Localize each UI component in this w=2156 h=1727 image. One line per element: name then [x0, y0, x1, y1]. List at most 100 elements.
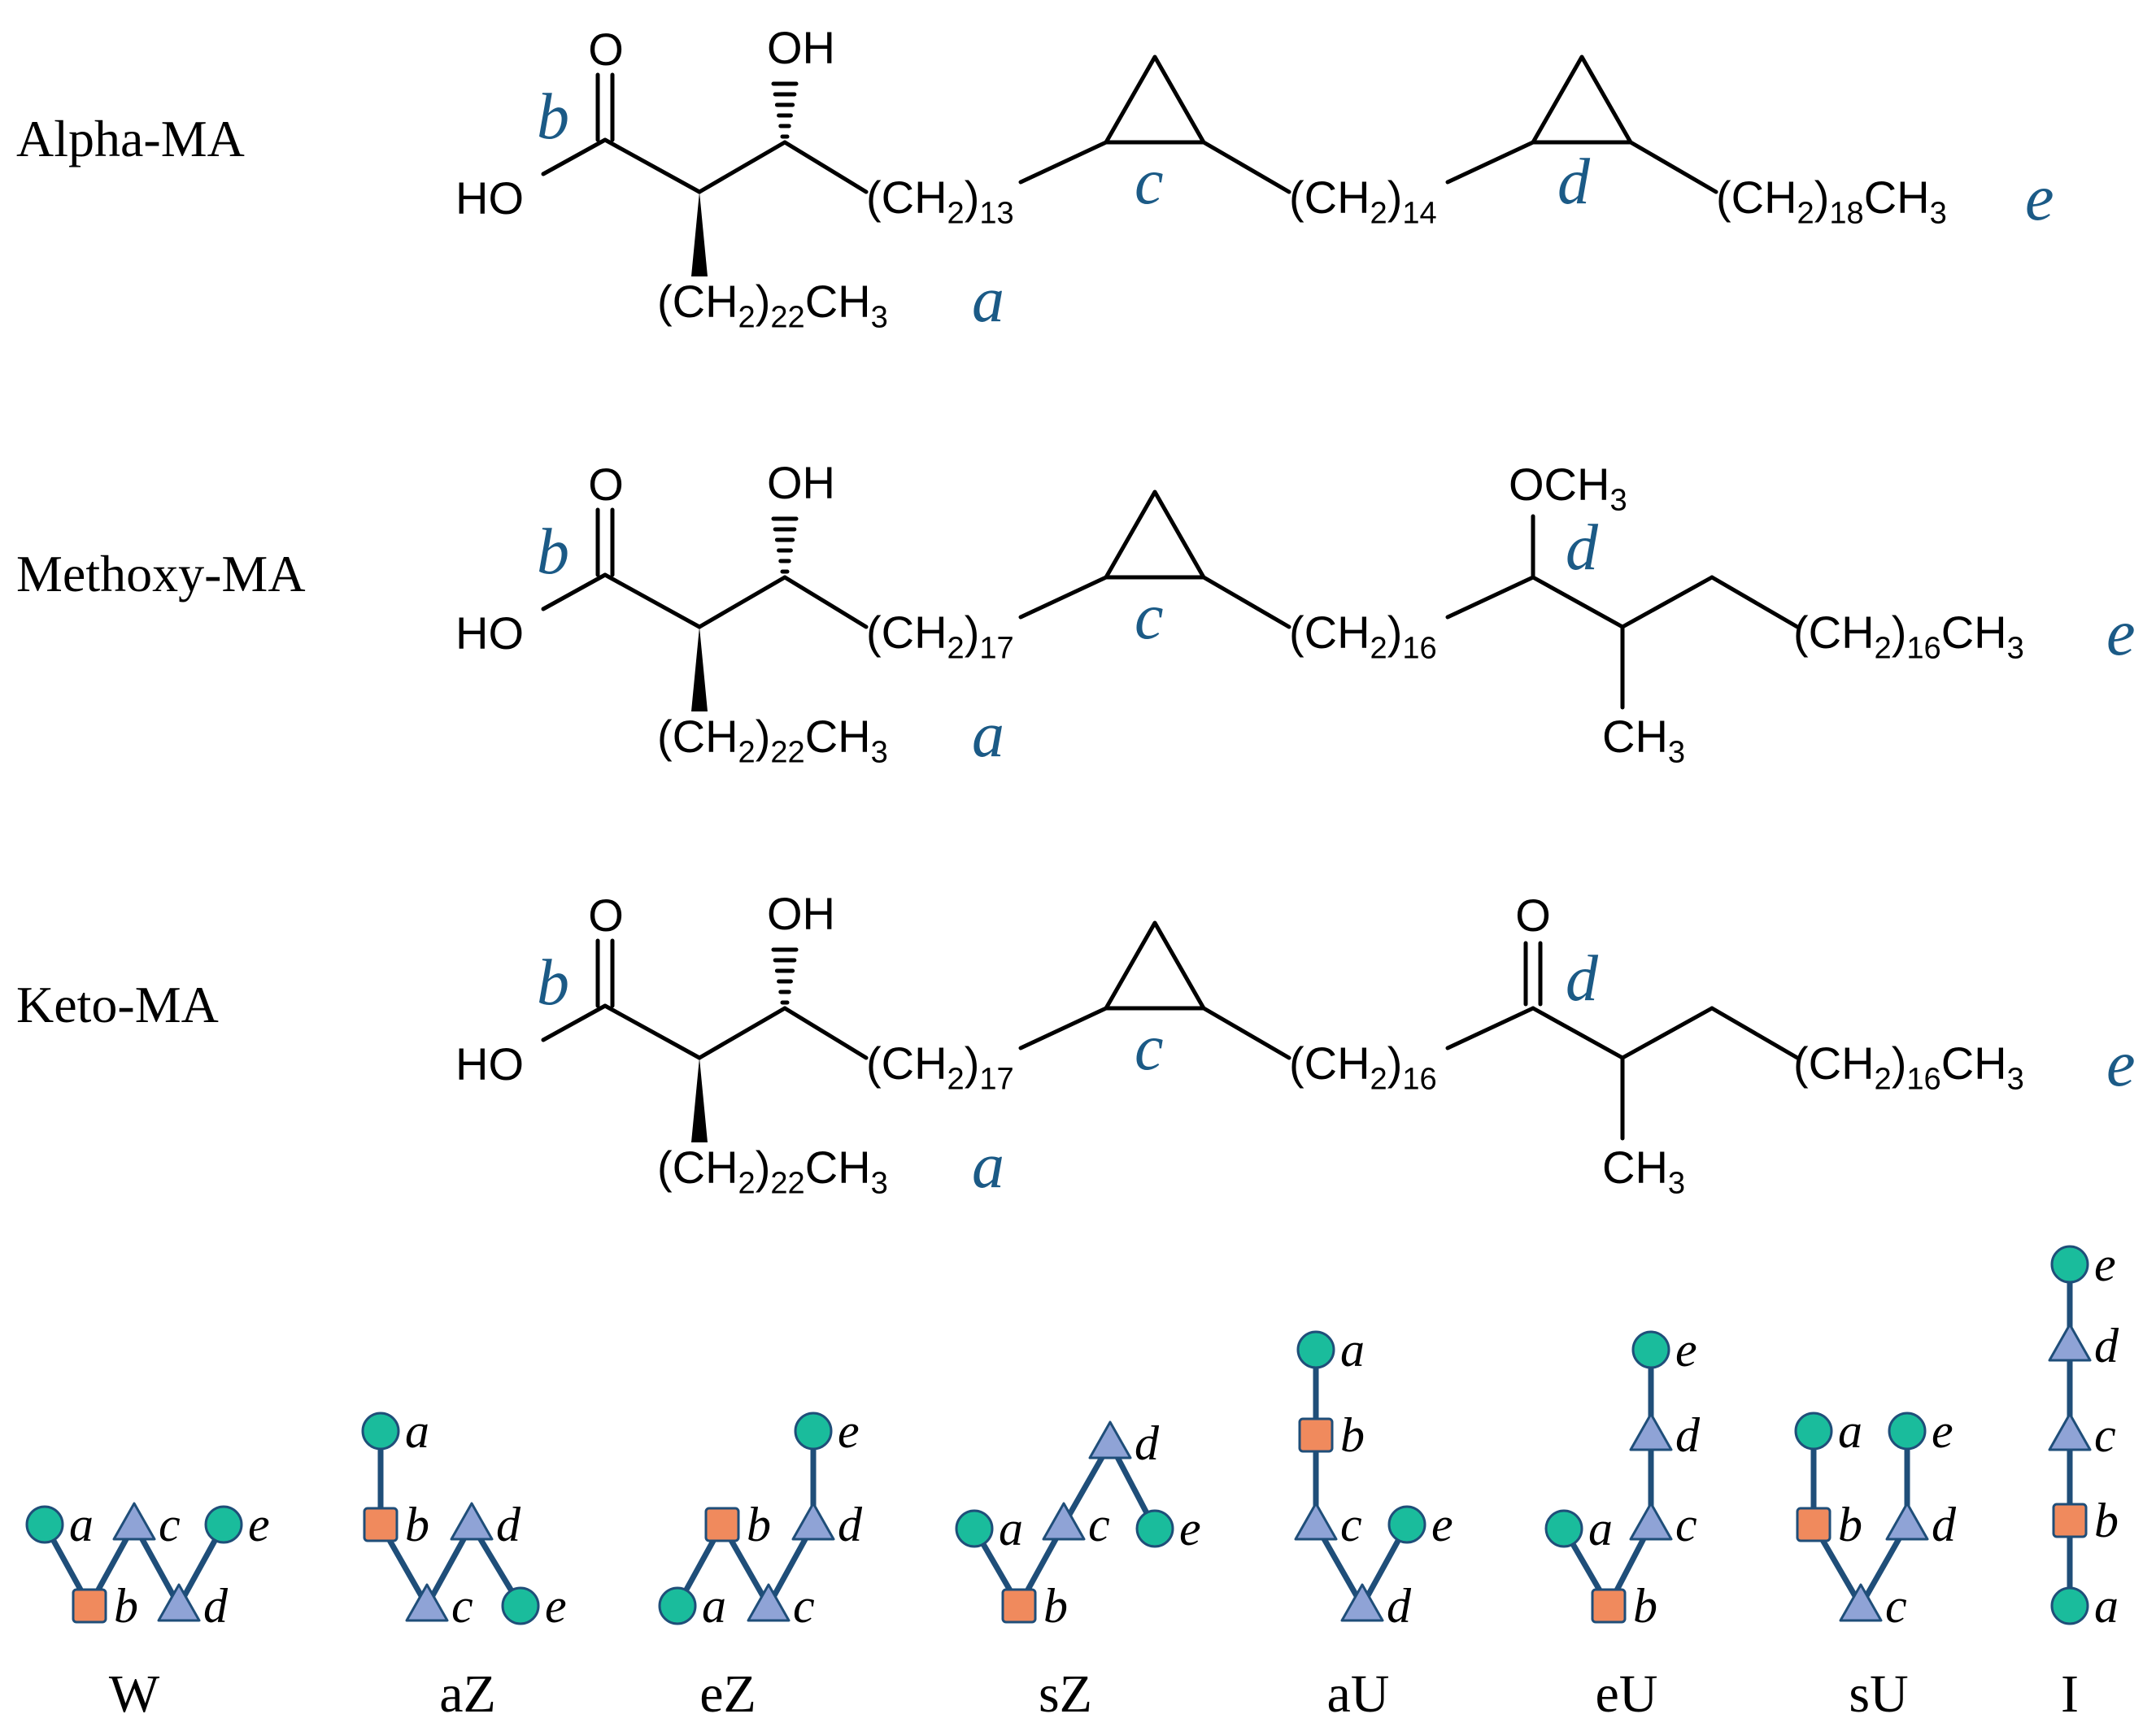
bond-line [697, 575, 787, 629]
label-d: d [1557, 146, 1591, 218]
label-c: c [1135, 581, 1164, 653]
node-label-a: a [1838, 1404, 1862, 1458]
node-label-e: e [1431, 1498, 1453, 1551]
label-b: b [537, 516, 569, 588]
label-c: c [1135, 146, 1164, 218]
circle-node-icon [955, 1509, 994, 1548]
square-node-icon [72, 1588, 107, 1624]
node-label-c: c [451, 1579, 473, 1633]
triangle-node-icon [1294, 1502, 1338, 1541]
alpha-chain: (CH2)22CH3 [657, 711, 888, 769]
label-a: a [972, 699, 1004, 771]
bond-line [541, 572, 608, 611]
triangle-node-icon [1839, 1583, 1883, 1622]
conformation-name: eU [1596, 1664, 1658, 1724]
hydroxyl-ho: HO [455, 607, 524, 659]
node-label-b: b [1633, 1579, 1657, 1633]
bond-line [1620, 1006, 1714, 1060]
node-label-c: c [2094, 1408, 2116, 1462]
triangle-node-icon [747, 1583, 791, 1622]
bond-line [1201, 575, 1291, 629]
carbonyl-oxygen: O [588, 459, 624, 510]
cyclopropane-ring-c [1104, 489, 1206, 580]
tail-chain: (CH2)18CH3 [1716, 172, 1947, 230]
circle-node-icon [1888, 1412, 1927, 1451]
node-label-a: a [2094, 1579, 2119, 1633]
circle-node-icon [2050, 1586, 2089, 1625]
square-node-icon [363, 1507, 399, 1542]
node-label-a: a [1588, 1502, 1613, 1555]
triangle-node-icon [450, 1502, 494, 1541]
triangle-node-icon [405, 1583, 449, 1622]
node-label-e: e [248, 1498, 270, 1551]
bond-line [1620, 575, 1714, 629]
label-a: a [972, 264, 1004, 336]
bond-line [1531, 575, 1625, 629]
meromycolate-segment-1: (CH2)13 [866, 172, 1014, 230]
bond-line [697, 1006, 787, 1060]
bond-line [541, 137, 608, 176]
node-label-d: d [496, 1498, 521, 1551]
conformation-name: sU [1849, 1664, 1908, 1724]
label-e: e [2025, 163, 2054, 234]
circle-node-icon [794, 1412, 833, 1451]
conformation-name: aU [1327, 1664, 1390, 1724]
circle-node-icon [1544, 1509, 1583, 1548]
hydroxyl-oh: OH [767, 888, 835, 939]
circle-node-icon [501, 1586, 540, 1625]
triangle-node-icon [112, 1502, 156, 1541]
node-label-e: e [1179, 1502, 1201, 1555]
circle-node-icon [1135, 1509, 1174, 1548]
node-label-e: e [1675, 1323, 1697, 1377]
node-label-e: e [1932, 1404, 1953, 1458]
molecule-name: Alpha-MA [16, 110, 245, 167]
node-label-b: b [405, 1498, 429, 1551]
triangle-node-icon [1629, 1412, 1673, 1451]
triangle-node-icon [1629, 1502, 1673, 1541]
circle-node-icon [25, 1505, 64, 1544]
square-node-icon [2052, 1503, 2088, 1538]
node-label-c: c [159, 1498, 181, 1551]
tail-chain: (CH2)16CH3 [1793, 607, 2024, 665]
node-label-a: a [405, 1404, 429, 1458]
bond-line [1018, 140, 1108, 185]
hydroxyl-ho: HO [455, 172, 524, 224]
node-label-a: a [1340, 1323, 1365, 1377]
bond-line [1445, 1006, 1535, 1051]
triangle-node-icon [1340, 1583, 1384, 1622]
bond-line [1018, 575, 1108, 620]
cyclopropane-ring-c [1104, 920, 1206, 1011]
label-b: b [537, 947, 569, 1019]
circle-node-icon [1387, 1505, 1426, 1544]
bond-line [782, 1006, 869, 1060]
bond-line [1628, 140, 1718, 194]
molecule-name: Methoxy-MA [16, 545, 306, 602]
wedge-bond [691, 627, 708, 711]
triangle-node-icon [1088, 1420, 1132, 1459]
node-label-c: c [1885, 1579, 1907, 1633]
node-label-c: c [1088, 1498, 1110, 1551]
label-b: b [537, 81, 569, 153]
square-node-icon [1298, 1417, 1334, 1453]
conformation-diagrams: abcdeWabcdeaZabcdeeZabcdesZabcdeaUabcdee… [25, 1238, 2119, 1724]
molecule-name: Keto-MA [16, 976, 219, 1033]
hydroxyl-oh: OH [767, 457, 835, 508]
node-label-d: d [2094, 1319, 2119, 1372]
triangle-node-icon [1885, 1502, 1929, 1541]
node-label-d: d [1387, 1579, 1412, 1633]
node-label-b: b [1340, 1408, 1365, 1462]
node-label-c: c [1340, 1498, 1362, 1551]
node-label-b: b [1838, 1498, 1862, 1551]
methyl-branch: CH3 [1602, 711, 1685, 769]
methoxy-group: OCH3 [1509, 459, 1627, 517]
node-label-a: a [999, 1502, 1023, 1555]
node-label-c: c [1675, 1498, 1697, 1551]
